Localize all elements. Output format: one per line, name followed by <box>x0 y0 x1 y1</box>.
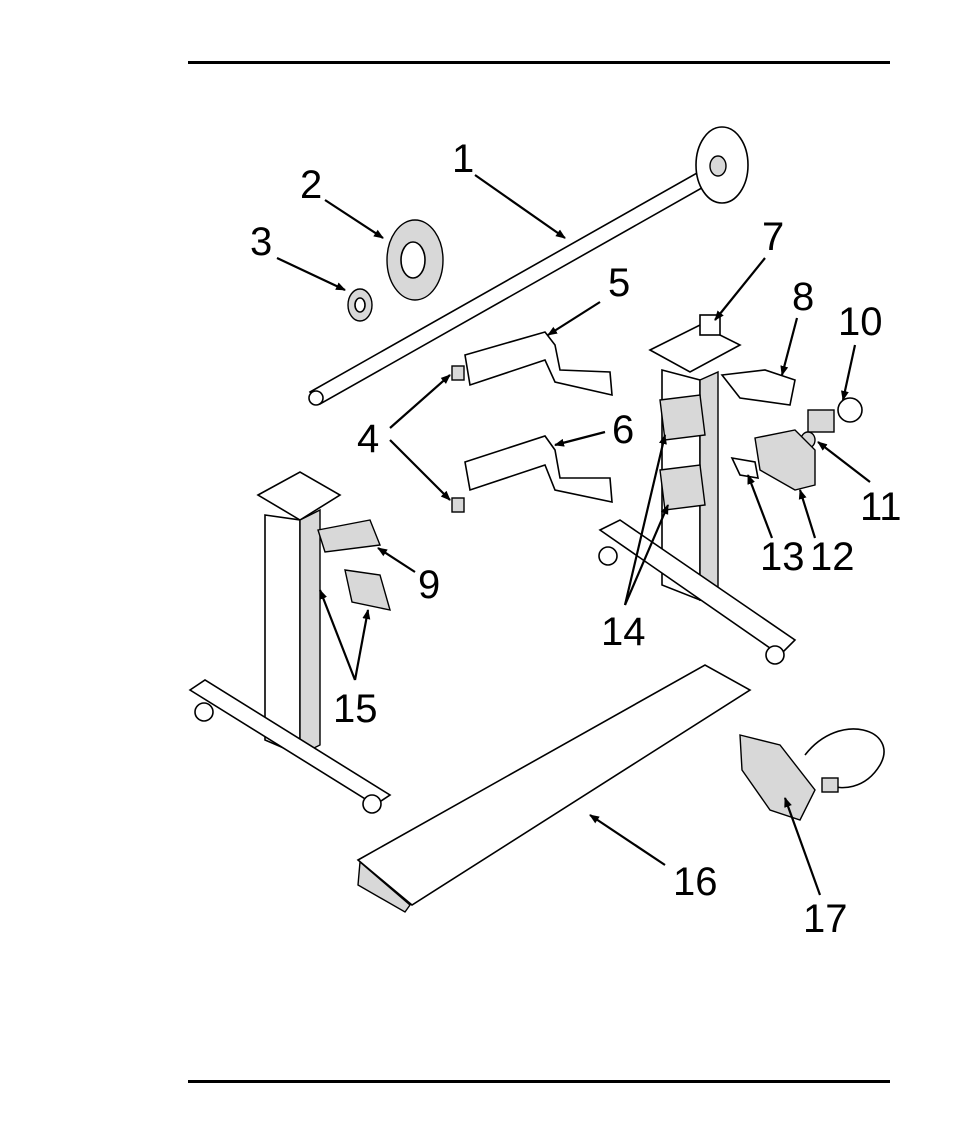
callout-14: 14 <box>601 610 646 654</box>
callout-15: 15 <box>333 687 378 731</box>
header-rule <box>188 61 890 64</box>
callout-16: 16 <box>673 860 718 904</box>
footer-rule <box>188 1080 890 1083</box>
callout-13: 13 <box>760 535 805 579</box>
part-cable-assembly <box>739 728 885 821</box>
part-left-leg <box>188 471 392 814</box>
part-clip <box>730 456 759 479</box>
part-bracket-lower <box>464 435 613 504</box>
part-pin-lower <box>451 497 465 513</box>
callout-1: 1 <box>452 137 474 181</box>
callout-11: 11 <box>860 485 902 529</box>
part-gear <box>347 288 373 322</box>
callout-9: 9 <box>418 563 440 607</box>
part-sensor <box>807 397 863 433</box>
callout-5: 5 <box>608 261 630 305</box>
callout-12: 12 <box>810 535 855 579</box>
part-pin-upper <box>451 365 465 381</box>
callout-6: 6 <box>612 408 634 452</box>
part-bracket-upper <box>464 331 613 397</box>
part-plate <box>720 369 796 406</box>
callout-7: 7 <box>762 215 784 259</box>
part-crossbar <box>356 664 752 913</box>
part-right-leg <box>598 314 797 665</box>
part-holder <box>754 429 816 491</box>
part-spindle <box>308 126 749 406</box>
callout-4: 4 <box>357 417 379 461</box>
callout-3: 3 <box>250 220 272 264</box>
leader-arrows <box>276 174 871 896</box>
callout-8: 8 <box>792 275 814 319</box>
part-hub <box>386 219 444 301</box>
callout-2: 2 <box>300 163 322 207</box>
callout-17: 17 <box>803 897 848 941</box>
callout-10: 10 <box>838 300 883 344</box>
